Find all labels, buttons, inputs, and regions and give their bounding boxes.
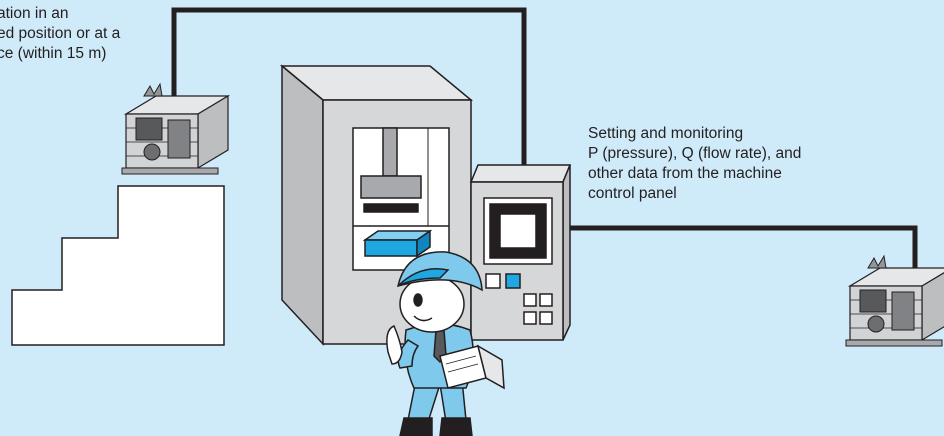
stair-platform bbox=[12, 186, 224, 345]
hydraulic-unit-left-icon bbox=[122, 84, 228, 174]
caption-panel-monitoring: Setting and monitoring P (pressure), Q (… bbox=[588, 124, 801, 204]
hydraulic-unit-right-icon bbox=[846, 256, 944, 346]
control-panel-icon bbox=[471, 165, 570, 340]
cable-to-right-unit bbox=[570, 228, 915, 285]
caption-unit-location: ation in an ed position or at a ce (with… bbox=[0, 4, 120, 64]
